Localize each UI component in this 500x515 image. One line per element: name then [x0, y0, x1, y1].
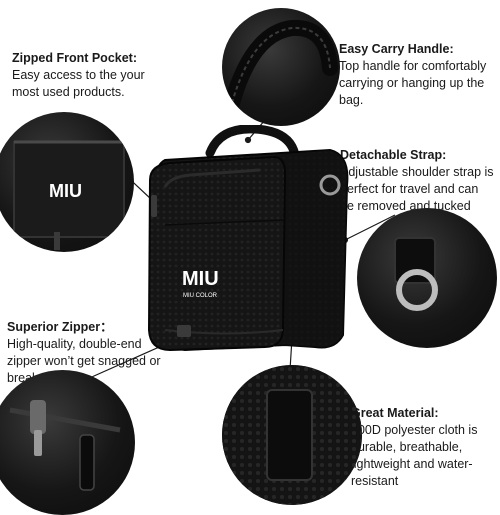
front-pocket-closeup: MIU: [0, 112, 134, 252]
callout-title: Superior Zipper：: [7, 320, 113, 334]
carry-handle-closeup: [222, 8, 340, 126]
callout-detachable-strap: Detachable Strap: Adjustable shoulder st…: [340, 147, 495, 215]
brand-tagline: MIU COLOR: [183, 293, 218, 299]
callout-great-material: Great Material: 300D polyester cloth is …: [351, 405, 496, 490]
brand-logo: MIU: [182, 268, 219, 290]
callout-description: Easy access to the your most used produc…: [12, 68, 145, 99]
callout-title: Great Material:: [351, 406, 439, 420]
zipper-closeup: [0, 370, 135, 515]
callout-description: Top handle for comfortably carrying or h…: [339, 59, 487, 107]
detachable-strap-closeup: [357, 208, 497, 348]
material-closeup: [222, 365, 362, 505]
callout-carry-handle: Easy Carry Handle: Top handle for comfor…: [339, 41, 499, 109]
toiletry-bag-image: MIU MIU COLOR: [125, 124, 370, 375]
callout-front-pocket: Zipped Front Pocket: Easy access to the …: [12, 50, 172, 101]
callout-title: Detachable Strap:: [340, 148, 447, 162]
callout-title: Easy Carry Handle:: [339, 42, 454, 56]
callout-description: 300D polyester cloth is durable, breatha…: [351, 423, 478, 488]
callout-title: Zipped Front Pocket:: [12, 51, 137, 65]
svg-text:MIU: MIU: [49, 181, 82, 201]
